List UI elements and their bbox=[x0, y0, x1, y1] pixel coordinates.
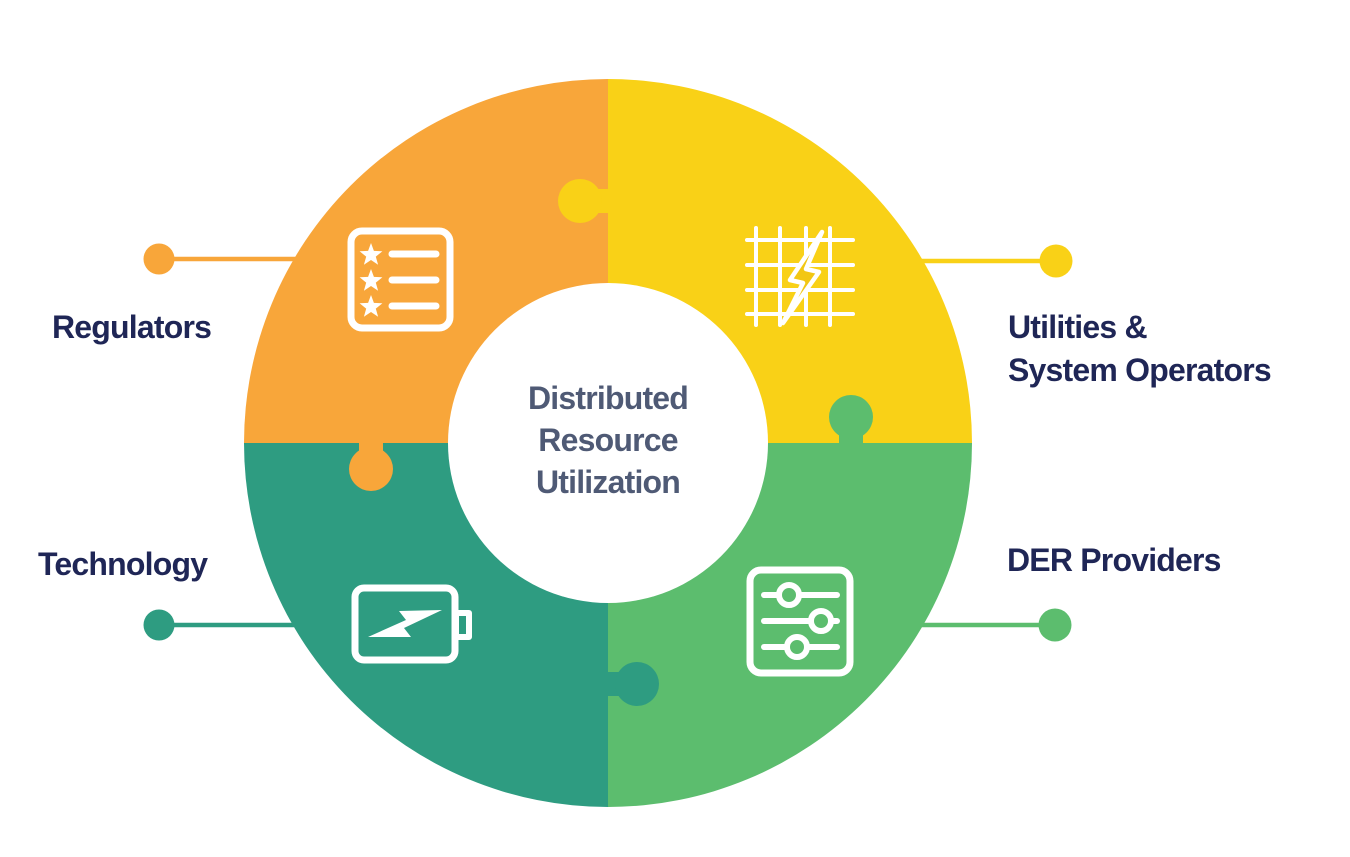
puzzle-tab-regulators bbox=[349, 440, 393, 491]
puzzle-tab-utilities-head bbox=[558, 179, 602, 223]
puzzle-tab-der-providers bbox=[829, 395, 873, 446]
puzzle-tab-der-providers-head bbox=[829, 395, 873, 439]
center-circle bbox=[448, 283, 768, 603]
connector-dot-regulators bbox=[143, 243, 175, 275]
connector-der-providers bbox=[921, 608, 1072, 642]
puzzle-tab-technology bbox=[606, 662, 659, 706]
slider-knob-3 bbox=[784, 634, 810, 660]
sliders-frame bbox=[746, 566, 854, 677]
star-bullet-2 bbox=[359, 269, 383, 291]
slider-knob-1 bbox=[776, 582, 802, 608]
sliders-icon bbox=[746, 566, 854, 677]
center-title-line-3: Utilization bbox=[536, 464, 680, 500]
puzzle-tab-utilities bbox=[558, 179, 610, 223]
puzzle-tab-regulators-head bbox=[349, 447, 393, 491]
star-checklist-icon bbox=[347, 227, 454, 332]
center-title: Distributed Resource Utilization bbox=[528, 380, 689, 500]
puzzle-tab-technology-head bbox=[615, 662, 659, 706]
connector-dot-technology bbox=[143, 609, 175, 641]
label-technology: Technology bbox=[38, 546, 208, 582]
puzzle-tabs bbox=[349, 179, 873, 706]
battery-bolt bbox=[368, 610, 442, 637]
checklist-frame bbox=[347, 227, 454, 332]
battery-terminal bbox=[453, 610, 472, 640]
power-grid-lightning-icon bbox=[745, 226, 855, 327]
star-bullet-1 bbox=[359, 243, 383, 265]
label-regulators: Regulators bbox=[52, 309, 211, 345]
center-title-line-1: Distributed bbox=[528, 380, 688, 416]
star-bullet-3 bbox=[359, 295, 383, 317]
slider-knob-2 bbox=[808, 608, 834, 634]
connector-dot-utilities bbox=[1039, 244, 1073, 278]
center-title-line-2: Resource bbox=[538, 422, 677, 458]
connector-dot-der-providers bbox=[1038, 608, 1072, 642]
label-utilities-line-2: System Operators bbox=[1008, 352, 1271, 388]
label-der-providers: DER Providers bbox=[1007, 542, 1221, 578]
lightning-bolt bbox=[780, 229, 825, 326]
battery-lightning-icon bbox=[351, 584, 472, 664]
connector-technology bbox=[143, 609, 294, 641]
label-utilities-line-1: Utilities & bbox=[1008, 309, 1147, 345]
connector-regulators bbox=[143, 243, 296, 275]
connector-utilities bbox=[921, 244, 1073, 278]
